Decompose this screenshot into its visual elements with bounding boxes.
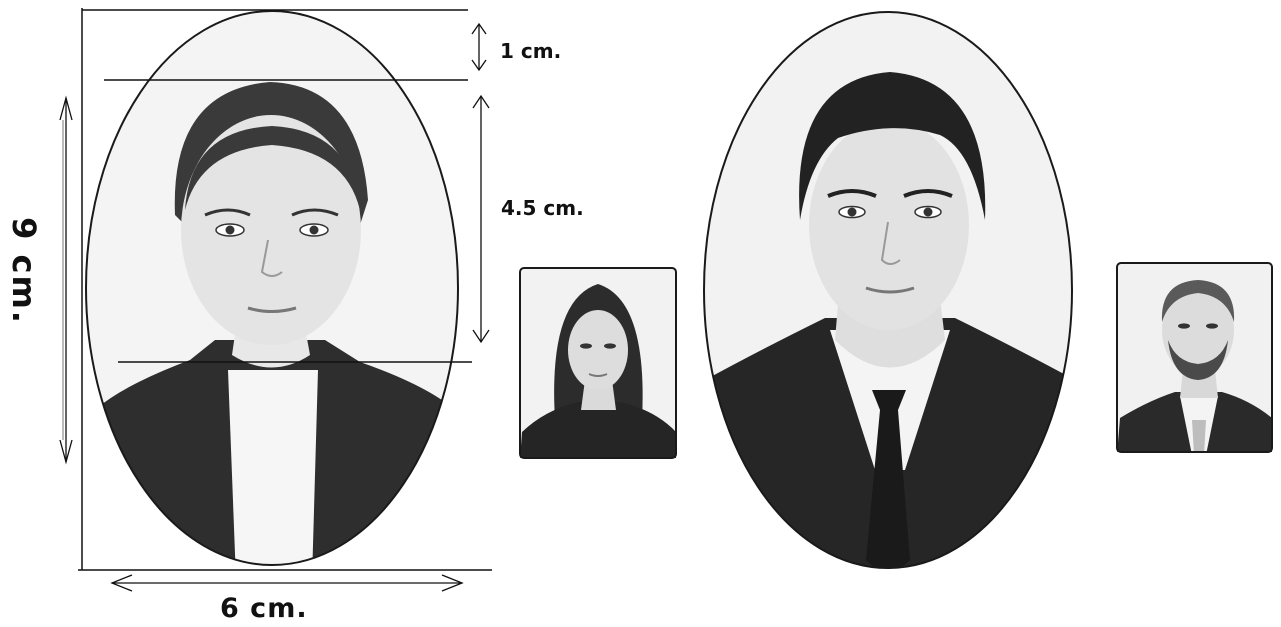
- mouth: [247, 306, 297, 313]
- face: [809, 120, 969, 330]
- photo-frame: [519, 267, 677, 459]
- face: [568, 310, 628, 390]
- label-photo-height: 9 cm.: [5, 201, 43, 341]
- small-photo-man: [1116, 262, 1273, 453]
- label-top-margin: 1 cm.: [496, 38, 566, 64]
- arrow-1cm: [471, 22, 487, 72]
- arrow-4-5cm: [472, 94, 490, 344]
- small-photo-woman: [519, 267, 677, 459]
- nose: [260, 239, 283, 277]
- photo-frame: [1116, 262, 1273, 453]
- label-photo-width: 6 cm.: [212, 593, 316, 624]
- oval-photo-man-suit: [703, 11, 1073, 569]
- white-shirt: [228, 370, 318, 565]
- arrow-9cm: [59, 95, 73, 465]
- beard: [1168, 340, 1228, 380]
- oval-photo-woman-suit: [85, 10, 459, 566]
- label-face-height: 4.5 cm.: [496, 194, 589, 222]
- hair: [174, 82, 368, 225]
- face: [181, 115, 361, 345]
- oval-frame-left: [85, 10, 459, 566]
- hair: [799, 72, 986, 220]
- face: [1162, 284, 1234, 376]
- oval-frame-right: [703, 11, 1073, 569]
- arrow-6cm: [110, 574, 464, 592]
- necktie: [866, 390, 910, 568]
- top: [520, 402, 676, 458]
- necktie: [1192, 420, 1206, 452]
- measurement-guides: [59, 8, 492, 592]
